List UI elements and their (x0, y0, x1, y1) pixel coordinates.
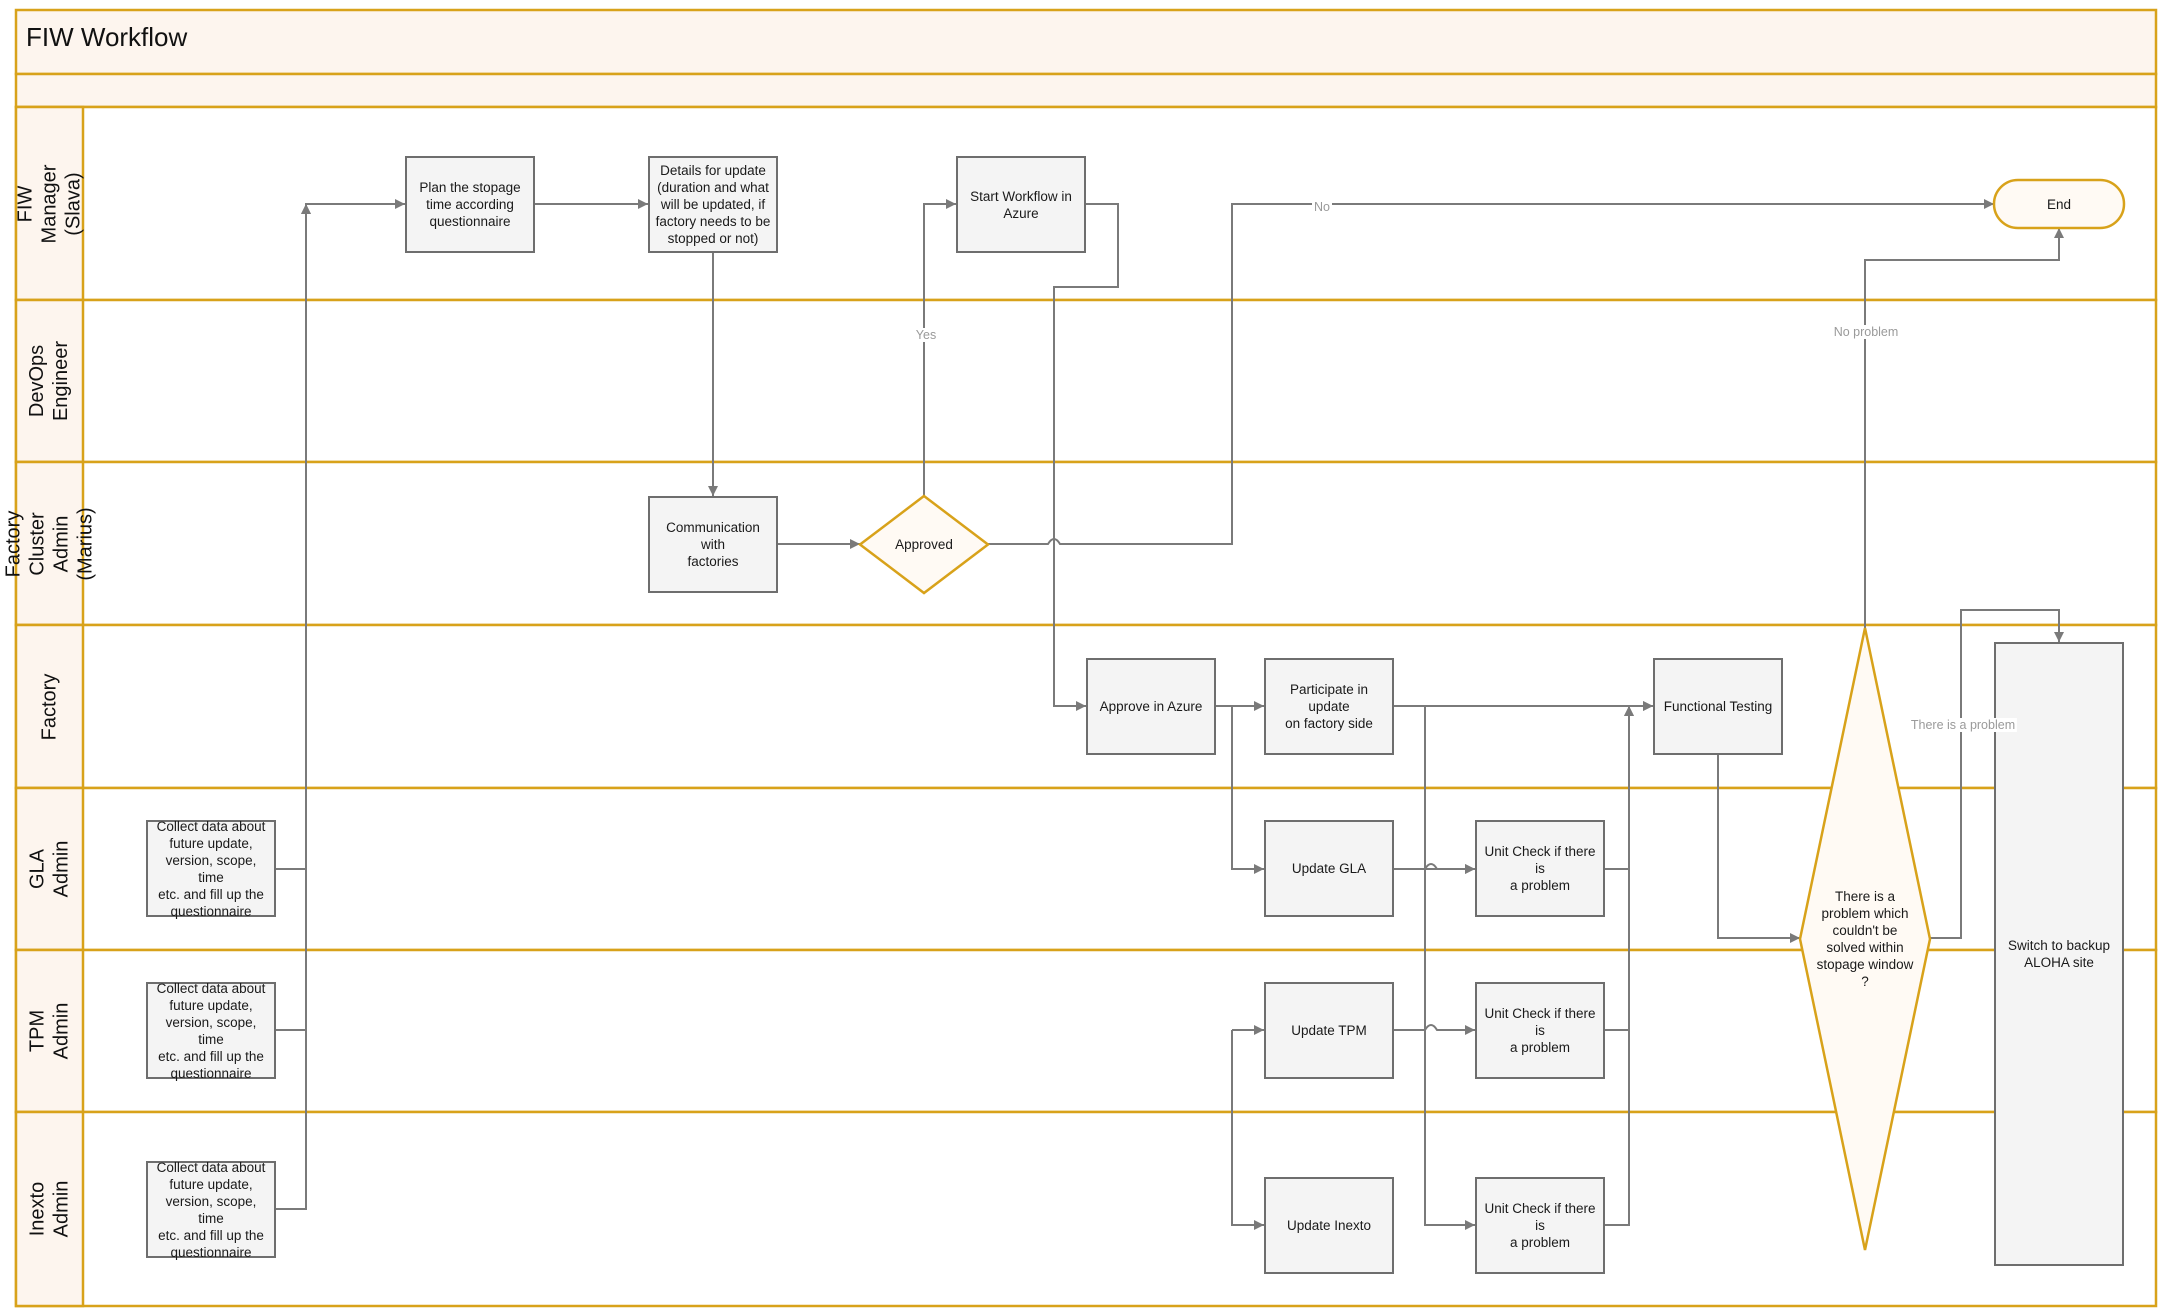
connector-arrow (1930, 609, 2064, 939)
swimlane-header-inexto_admin: Inexto Admin (16, 1112, 83, 1306)
swimlane-header-tpm_admin: TPM Admin (16, 950, 83, 1112)
connector-arrow (923, 199, 956, 496)
swimlane-tpm_admin (14, 948, 2158, 1114)
swimlane-label: DevOps Engineer (26, 340, 73, 422)
connector-arrow (1394, 1024, 1475, 1035)
process-plan-stopage: Plan the stopage time according question… (405, 156, 535, 253)
swimlane-label: TPM Admin (26, 1002, 73, 1060)
edge-label: No (1312, 200, 1332, 214)
terminator-end (1992, 178, 2126, 230)
swimlane-devops (14, 298, 2158, 464)
decision-problem-decision (1798, 627, 1932, 1251)
connector-arrow (1231, 1030, 1264, 1230)
process-functional-testing: Functional Testing (1653, 658, 1783, 755)
title-bar (14, 8, 2158, 76)
page-title: FIW Workflow (26, 22, 188, 52)
process-collect-inexto: Collect data about future update, versio… (146, 1160, 276, 1260)
swimlane-inexto_admin (14, 1110, 2158, 1308)
swimlane-header-devops: DevOps Engineer (16, 300, 83, 462)
swimlane-header-bg (14, 105, 85, 302)
process-update-gla: Update GLA (1264, 820, 1394, 917)
process-unit-check-gla: Unit Check if there is a problem (1475, 820, 1605, 917)
swimlane-label: Factory Cluster Admin (Marius) (2, 506, 97, 581)
terminator-label: End (2046, 196, 2072, 212)
swimlane-header-bg (14, 786, 85, 952)
swimlane-label: Inexto Admin (26, 1180, 73, 1238)
connector-arrow (1864, 228, 2064, 628)
swimlane-label: GLA Admin (26, 840, 73, 898)
process-collect-gla: Collect data about future update, versio… (146, 819, 276, 919)
connector-arrow (1053, 203, 1119, 711)
process-update-inexto: Update Inexto (1264, 1177, 1394, 1274)
edge-label: There is a problem (1908, 718, 2018, 732)
swimlane-header-bg (14, 623, 85, 790)
connector-arrow (1717, 755, 1800, 943)
process-communication: Communication with factories (648, 496, 778, 593)
process-unit-check-inexto: Unit Check if there is a problem (1475, 1177, 1605, 1274)
decision-label: There is a problem which couldn't be sol… (1816, 889, 1914, 989)
process-unit-check-tpm: Unit Check if there is a problem (1475, 982, 1605, 1079)
connector-arrow (276, 204, 311, 1210)
swimlane-header-gla_admin: GLA Admin (16, 788, 83, 950)
swimlane-label: FIW Manager (Slava) (14, 164, 85, 243)
swimlane-label: Factory (38, 673, 61, 740)
edge-label: No problem (1831, 325, 1901, 339)
swimlane-header-factory_cluster_admin: Factory Cluster Admin (Marius) (3, 462, 97, 625)
connector-arrow (988, 199, 1994, 545)
swimlane-gla_admin (14, 786, 2158, 952)
process-approve-azure: Approve in Azure (1086, 658, 1216, 755)
edge-label: Yes (913, 328, 939, 342)
swimlane-header-bg (14, 460, 85, 627)
process-details-update: Details for update (duration and what wi… (648, 156, 778, 253)
swimlane-header-bg (14, 948, 85, 1114)
subheader-bar (14, 72, 2158, 109)
process-start-workflow: Start Workflow in Azure (956, 156, 1086, 253)
process-update-tpm: Update TPM (1264, 982, 1394, 1079)
decision-label: Approved (895, 537, 953, 552)
process-collect-tpm: Collect data about future update, versio… (146, 981, 276, 1081)
swimlane-header-bg (14, 1110, 85, 1308)
connector-arrow (1216, 705, 1264, 874)
connector-arrow (1394, 705, 1475, 1230)
process-switch-backup: Switch to backup ALOHA site (1994, 642, 2124, 1266)
connector-arrow (1605, 706, 1634, 1226)
swimlane-header-bg (14, 298, 85, 464)
decision-approved (857, 494, 991, 595)
process-participate: Participate in update on factory side (1264, 658, 1394, 755)
swimlane-header-factory: Factory (16, 625, 83, 788)
swimlane-header-fiw_manager: FIW Manager (Slava) (14, 107, 85, 300)
